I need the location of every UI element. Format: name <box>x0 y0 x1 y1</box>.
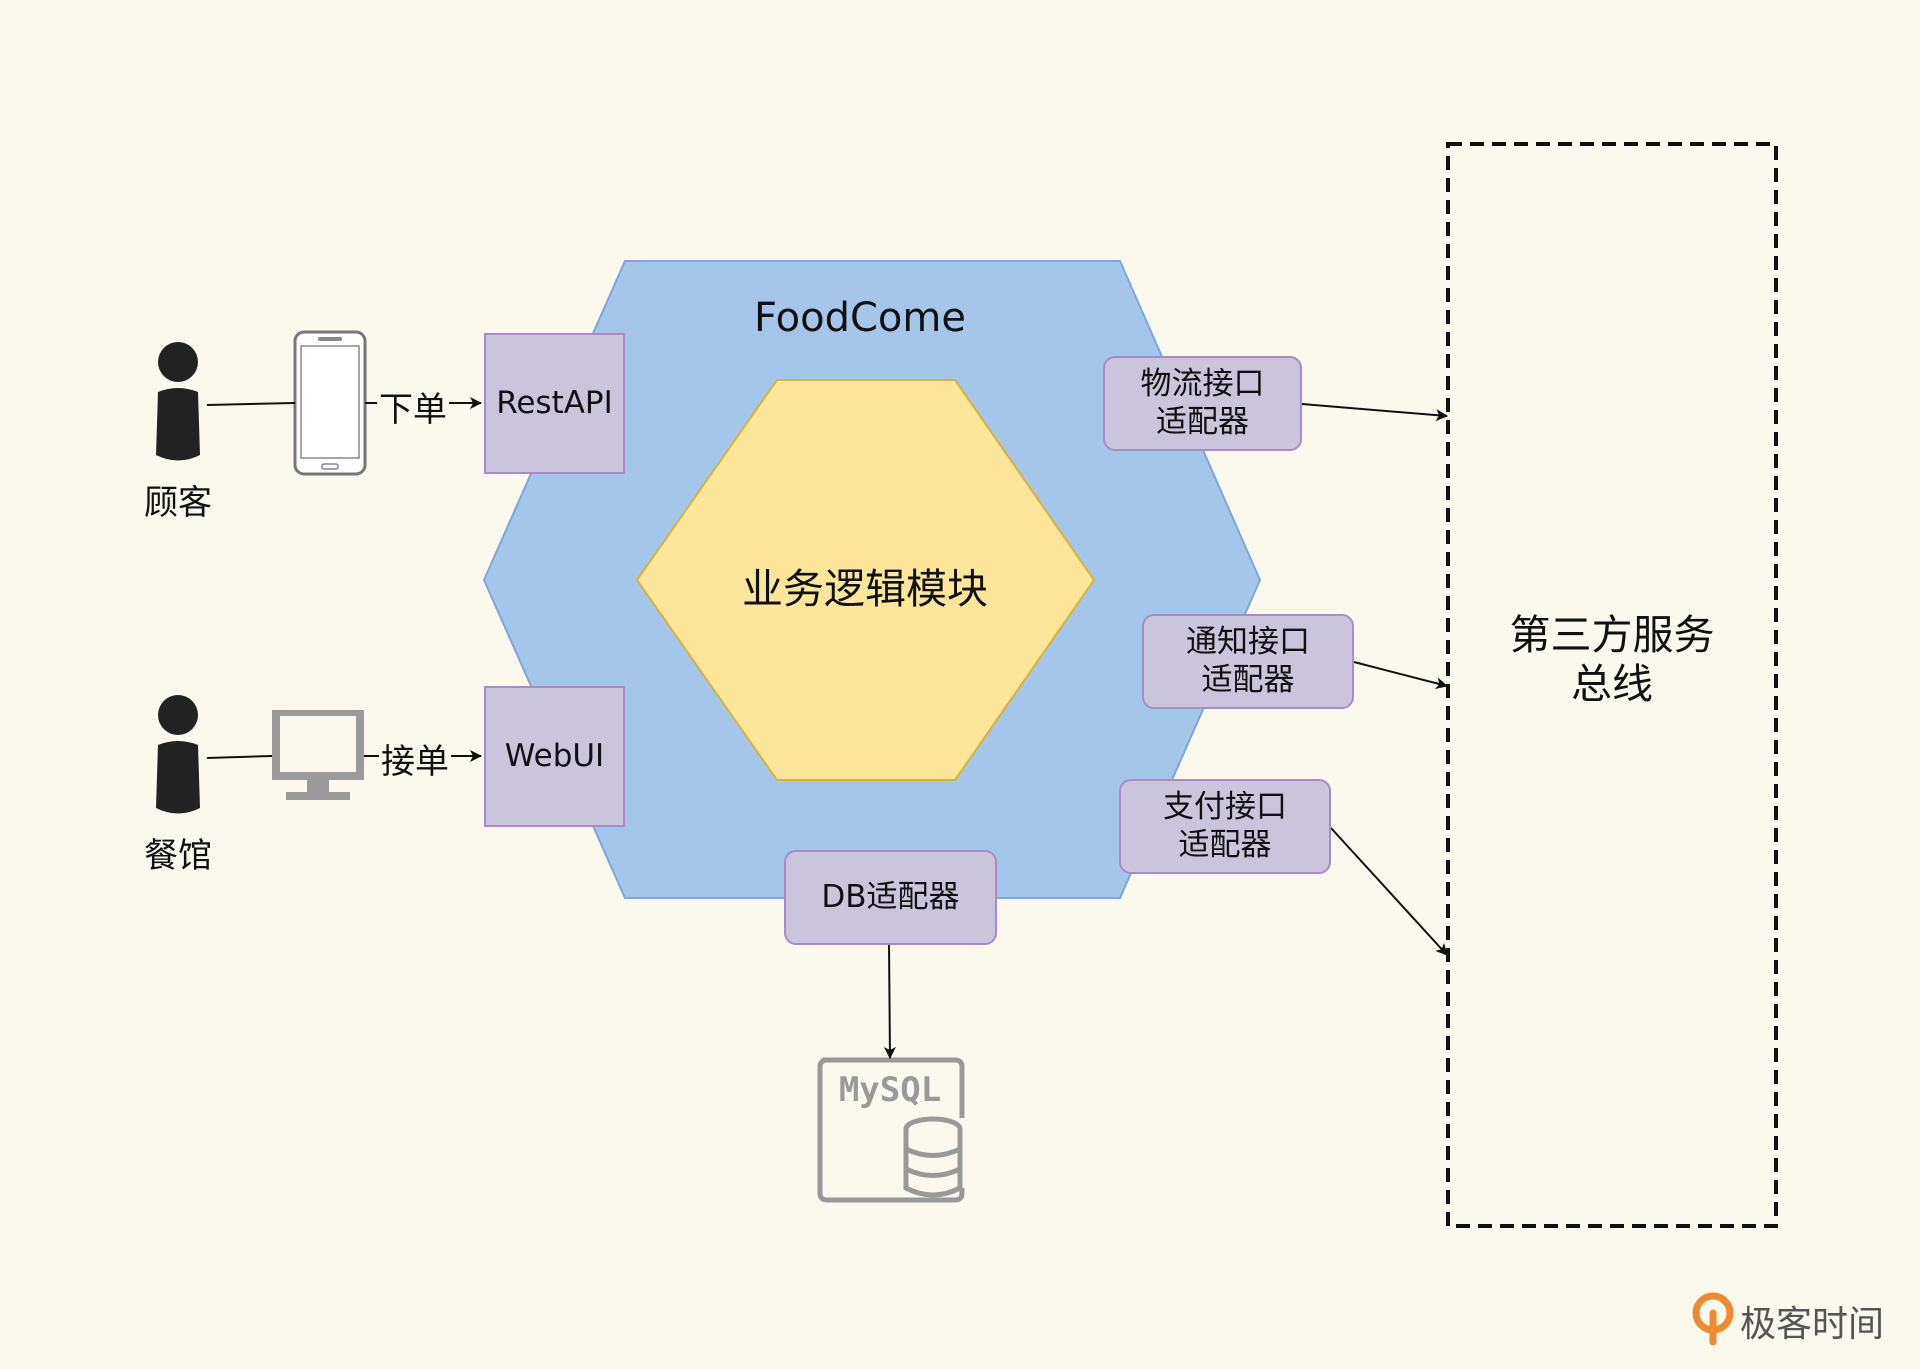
payment-adapter: 支付接口 适配器 <box>1119 779 1331 874</box>
rest-api-adapter-label: RestAPI <box>496 384 613 421</box>
geektime-logo-icon <box>1692 1292 1734 1346</box>
monitor-icon <box>272 710 364 800</box>
rest-api-adapter: RestAPI <box>484 333 625 474</box>
logistics-adapter-line2: 适配器 <box>1156 403 1249 440</box>
smartphone-icon <box>293 330 367 476</box>
notify-adapter-line2: 适配器 <box>1201 661 1295 698</box>
web-ui-adapter: WebUI <box>484 686 625 827</box>
accept-edge-label: 接单 <box>379 734 451 783</box>
customer-phone-line <box>206 402 296 406</box>
third-party-bus-box <box>1446 142 1778 1228</box>
third-party-bus-label: 第三方服务 总线 <box>1452 610 1772 710</box>
mysql-database-icon <box>817 1057 965 1203</box>
logistics-adapter: 物流接口 适配器 <box>1103 356 1302 451</box>
business-logic-label: 业务逻辑模块 <box>742 565 988 613</box>
bus-label-line2: 总线 <box>1571 660 1653 708</box>
customer-label: 顾客 <box>144 483 212 523</box>
db-adapter: DB适配器 <box>784 850 997 945</box>
payment-adapter-line1: 支付接口 <box>1163 789 1287 826</box>
web-ui-adapter-label: WebUI <box>504 737 605 774</box>
business-logic-hexagon <box>635 379 1096 781</box>
payment-to-bus-arrow <box>1330 827 1448 956</box>
restaurant-label: 餐馆 <box>144 836 212 876</box>
db-to-mysql-arrow <box>883 944 896 1059</box>
customer-person-icon <box>156 342 200 461</box>
order-edge-label: 下单 <box>377 382 449 431</box>
payment-adapter-line2: 适配器 <box>1178 826 1272 863</box>
logistics-to-bus-arrow <box>1301 403 1448 422</box>
bus-label-line1: 第三方服务 <box>1509 610 1715 659</box>
restaurant-monitor-line <box>206 755 273 759</box>
brand-name: 极客时间 <box>1740 1304 1885 1345</box>
app-title: FoodCome <box>754 295 966 341</box>
logistics-adapter-line1: 物流接口 <box>1140 366 1265 403</box>
notify-adapter-line1: 通知接口 <box>1186 624 1310 661</box>
notify-adapter: 通知接口 适配器 <box>1142 614 1354 709</box>
db-adapter-label: DB适配器 <box>821 878 960 915</box>
mysql-label: MySQL <box>838 1070 942 1110</box>
restaurant-person-icon <box>156 695 200 814</box>
notify-to-bus-arrow <box>1353 661 1448 690</box>
